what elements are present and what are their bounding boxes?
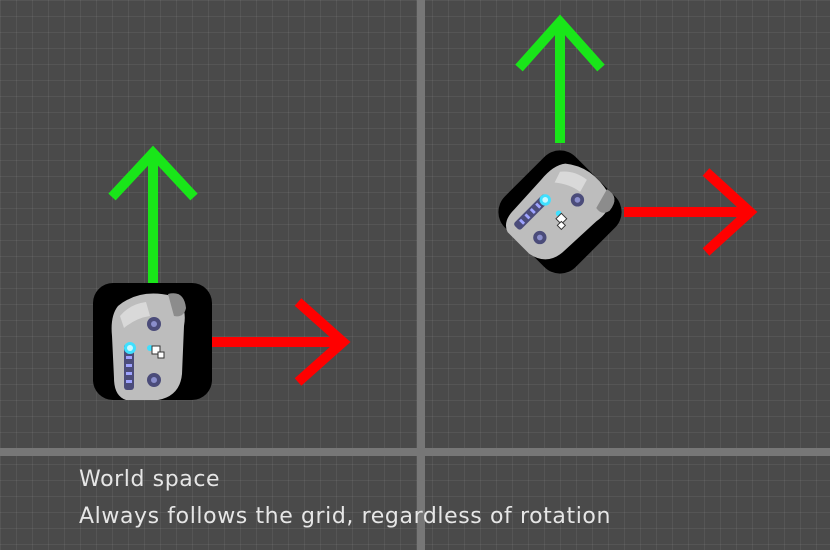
spaceship-sprite-icon (111, 292, 187, 401)
node-left[interactable] (93, 145, 351, 401)
y-axis-arrow-icon[interactable] (515, 14, 605, 143)
caption-description: Always follows the grid, regardless of r… (79, 504, 612, 529)
x-origin-axis-line (0, 448, 830, 456)
x-axis-arrow-icon[interactable] (624, 168, 758, 256)
node-right[interactable] (489, 14, 758, 283)
caption-title: World space (79, 467, 221, 492)
y-origin-axis-line (417, 0, 425, 550)
y-axis-arrow-icon[interactable] (108, 145, 198, 283)
x-axis-arrow-icon[interactable] (212, 298, 351, 386)
spaceship-sprite-icon (497, 150, 621, 273)
